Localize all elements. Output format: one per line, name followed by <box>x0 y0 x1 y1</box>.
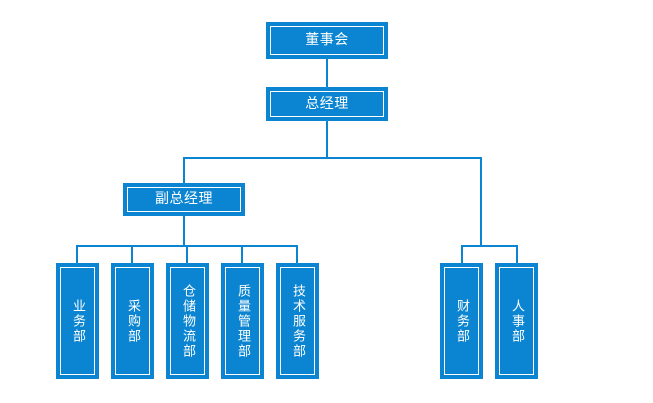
node-purchasing-inner: 采购部 <box>115 267 150 375</box>
connector-stem-business <box>76 245 78 263</box>
connector-main-bus <box>183 157 482 159</box>
node-finance[interactable]: 财务部 <box>440 263 483 379</box>
connector-general-manager-stem <box>326 121 328 159</box>
connector-bus-to-deputy <box>183 157 185 183</box>
node-deputy-general-manager[interactable]: 副总经理 <box>123 183 245 216</box>
node-finance-label: 财务部 <box>454 298 469 344</box>
node-general-manager-label: 总经理 <box>305 95 349 112</box>
connector-stem-purchasing <box>131 245 133 263</box>
node-warehouse-logistics-inner: 仓储物流部 <box>170 267 205 375</box>
node-board-inner: 董事会 <box>270 26 384 55</box>
node-quality-management-inner: 质量管理部 <box>225 267 260 375</box>
node-human-resources[interactable]: 人事部 <box>495 263 538 379</box>
node-purchasing[interactable]: 采购部 <box>111 263 154 379</box>
node-human-resources-label: 人事部 <box>509 298 524 344</box>
connector-stem-warehouse-logistics <box>186 245 188 263</box>
node-general-manager-inner: 总经理 <box>270 91 384 117</box>
connector-stem-human-resources <box>516 245 518 263</box>
node-business-inner: 业务部 <box>60 267 95 375</box>
node-warehouse-logistics-label: 仓储物流部 <box>180 283 195 359</box>
node-business-label: 业务部 <box>70 298 85 344</box>
node-finance-inner: 财务部 <box>444 267 479 375</box>
connector-stem-technical-service <box>296 245 298 263</box>
connector-stem-finance <box>461 245 463 263</box>
node-board-label: 董事会 <box>305 32 349 49</box>
node-technical-service-label: 技术服务部 <box>290 283 305 359</box>
node-technical-service-inner: 技术服务部 <box>280 267 315 375</box>
node-technical-service[interactable]: 技术服务部 <box>276 263 319 379</box>
node-quality-management-label: 质量管理部 <box>235 283 250 359</box>
node-warehouse-logistics[interactable]: 仓储物流部 <box>166 263 209 379</box>
node-deputy-general-manager-label: 副总经理 <box>155 191 213 208</box>
connector-admin-bus <box>461 245 518 247</box>
node-board[interactable]: 董事会 <box>266 22 388 59</box>
node-general-manager[interactable]: 总经理 <box>266 87 388 121</box>
connector-board-to-general-manager <box>326 59 328 87</box>
node-human-resources-inner: 人事部 <box>499 267 534 375</box>
node-quality-management[interactable]: 质量管理部 <box>221 263 264 379</box>
node-business[interactable]: 业务部 <box>56 263 99 379</box>
node-deputy-general-manager-inner: 副总经理 <box>127 187 241 212</box>
connector-bus-to-admin <box>480 157 482 245</box>
connector-stem-quality-management <box>241 245 243 263</box>
connector-deputy-stem <box>183 216 185 246</box>
node-purchasing-label: 采购部 <box>125 298 140 344</box>
